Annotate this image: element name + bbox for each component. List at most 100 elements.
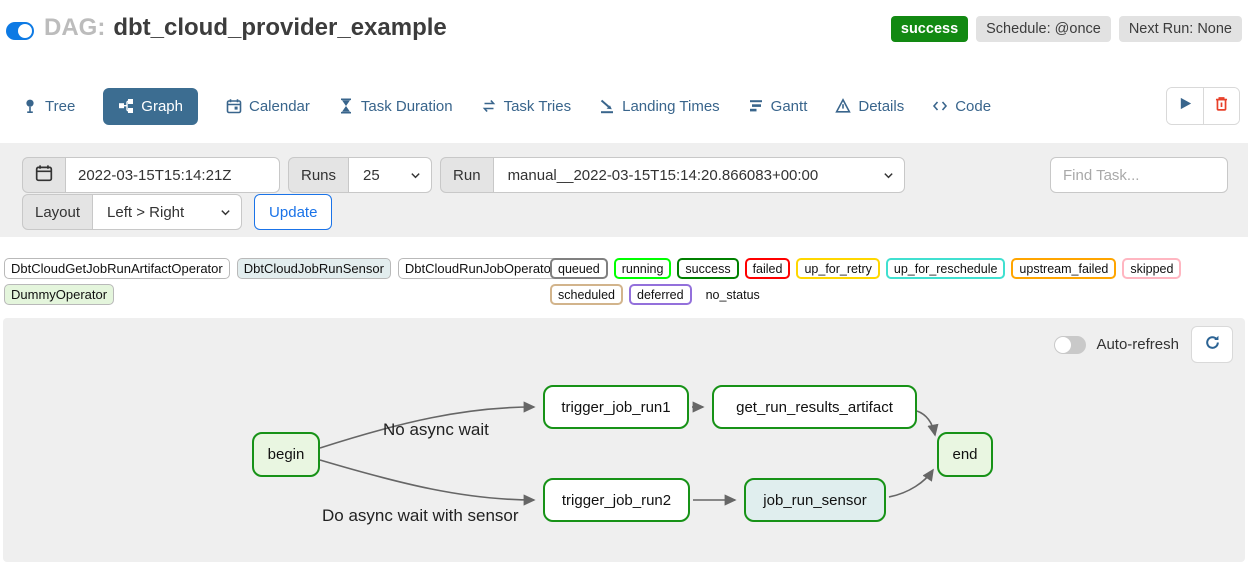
tab-code[interactable]: Code xyxy=(932,98,991,115)
auto-refresh-controls: Auto-refresh xyxy=(1054,326,1233,363)
layout-value: Left > Right xyxy=(107,203,185,221)
status-legend-item[interactable]: skipped xyxy=(1122,258,1182,279)
tab-label: Details xyxy=(858,97,905,115)
tab-calendar[interactable]: Calendar xyxy=(226,98,310,115)
dag-pause-toggle[interactable] xyxy=(6,22,34,40)
status-badge: success xyxy=(890,16,969,42)
tab-task-duration[interactable]: Task Duration xyxy=(338,98,453,115)
tab-label: Task Duration xyxy=(360,97,453,115)
details-icon xyxy=(835,98,852,114)
task-node-end[interactable]: end xyxy=(937,432,993,477)
tab-task-tries[interactable]: Task Tries xyxy=(481,97,572,115)
dag-graph-panel: Auto-refresh begin trigger_job_run1 get_… xyxy=(3,318,1245,562)
runs-group: Runs 25 xyxy=(288,157,433,193)
base-date-group xyxy=(22,157,280,193)
task-node-get-run-results-artifact[interactable]: get_run_results_artifact xyxy=(712,385,917,429)
tab-details[interactable]: Details xyxy=(835,98,904,115)
graph-icon xyxy=(118,98,134,114)
edge-label-no-async-wait: No async wait xyxy=(383,420,489,439)
status-legend: queued running success failed up_for_ret… xyxy=(550,258,1248,305)
layout-label: Layout xyxy=(22,194,94,230)
filter-panel: Runs 25 Run manual__2022-03-15T15:14:20.… xyxy=(0,143,1248,237)
runs-value: 25 xyxy=(363,166,380,184)
run-select[interactable]: manual__2022-03-15T15:14:20.866083+00:00 xyxy=(492,157,905,193)
edge-begin-trigger1 xyxy=(319,401,536,449)
code-icon xyxy=(932,98,948,114)
repeat-icon xyxy=(481,98,497,114)
trigger-dag-button[interactable] xyxy=(1167,88,1203,124)
operator-legend: DbtCloudGetJobRunArtifactOperator DbtClo… xyxy=(4,258,564,305)
tab-gantt[interactable]: Gantt xyxy=(748,97,808,115)
trash-icon xyxy=(1213,95,1230,117)
update-button[interactable]: Update xyxy=(254,194,333,230)
status-legend-item[interactable]: up_for_retry xyxy=(796,258,880,279)
status-legend-item[interactable]: queued xyxy=(550,258,608,279)
tab-label: Gantt xyxy=(770,97,808,115)
dag-prefix-label: DAG: xyxy=(44,14,106,41)
play-icon xyxy=(1178,96,1193,116)
status-legend-item[interactable]: upstream_failed xyxy=(1011,258,1117,279)
status-legend-item[interactable]: scheduled xyxy=(550,284,623,305)
chevron-down-icon xyxy=(220,207,231,218)
operator-badge: DbtCloudGetJobRunArtifactOperator xyxy=(4,258,230,279)
calendar-icon xyxy=(226,98,242,114)
edge-sensor-end xyxy=(888,468,934,498)
run-label: Run xyxy=(440,157,494,193)
legend-row: DbtCloudGetJobRunArtifactOperator DbtClo… xyxy=(0,256,1248,312)
run-group: Run manual__2022-03-15T15:14:20.866083+0… xyxy=(440,157,905,193)
operator-badge: DbtCloudJobRunSensor xyxy=(236,258,391,279)
tab-graph[interactable]: Graph xyxy=(103,87,198,125)
task-node-trigger-job-run2[interactable]: trigger_job_run2 xyxy=(543,478,690,522)
hourglass-icon xyxy=(338,98,354,114)
delete-dag-button[interactable] xyxy=(1203,88,1239,124)
edge-label-do-async-wait: Do async wait with sensor xyxy=(322,506,519,525)
tab-label: Tree xyxy=(45,97,76,115)
task-node-begin[interactable]: begin xyxy=(252,432,320,477)
next-run-badge: Next Run: None xyxy=(1118,16,1242,42)
dag-header: DAG: dbt_cloud_provider_example success S… xyxy=(6,14,1242,54)
page-title: DAG: dbt_cloud_provider_example xyxy=(44,14,447,42)
calendar-icon xyxy=(35,164,53,186)
tab-tree[interactable]: Tree xyxy=(22,98,75,115)
auto-refresh-toggle[interactable] xyxy=(1054,335,1087,354)
operator-badge: DummyOperator xyxy=(4,284,115,305)
tab-label: Graph xyxy=(141,97,183,115)
layout-group: Layout Left > Right xyxy=(22,194,243,230)
task-node-trigger-job-run1[interactable]: trigger_job_run1 xyxy=(543,385,689,429)
edge-artifact-end xyxy=(916,410,939,437)
run-value: manual__2022-03-15T15:14:20.866083+00:00 xyxy=(507,166,819,184)
chevron-down-icon xyxy=(410,170,421,181)
operator-badge: DbtCloudRunJobOperator xyxy=(397,258,563,279)
plane-landing-icon xyxy=(599,98,615,114)
refresh-button[interactable] xyxy=(1191,326,1233,363)
schedule-badge[interactable]: Schedule: @once xyxy=(976,16,1111,42)
runs-label: Runs xyxy=(288,157,350,193)
status-legend-item: no_status xyxy=(705,287,760,302)
tab-landing-times[interactable]: Landing Times xyxy=(599,98,720,115)
find-task-input[interactable] xyxy=(1050,157,1228,193)
task-node-job-run-sensor[interactable]: job_run_sensor xyxy=(744,478,886,522)
tab-label: Task Tries xyxy=(503,97,572,115)
base-date-input[interactable] xyxy=(65,157,280,193)
runs-select[interactable]: 25 xyxy=(348,157,433,193)
tab-label: Landing Times xyxy=(622,97,720,115)
refresh-icon xyxy=(1204,334,1221,356)
status-legend-item[interactable]: deferred xyxy=(629,284,692,305)
chevron-down-icon xyxy=(883,170,894,181)
edge-begin-trigger2 xyxy=(319,459,536,506)
status-legend-item[interactable]: running xyxy=(613,258,672,279)
tab-label: Code xyxy=(955,97,992,115)
dag-edges xyxy=(319,401,939,506)
tab-label: Calendar xyxy=(249,97,310,115)
dag-name: dbt_cloud_provider_example xyxy=(113,14,447,41)
status-legend-item[interactable]: up_for_reschedule xyxy=(885,258,1006,279)
base-date-calendar-button[interactable] xyxy=(22,157,66,193)
dag-action-buttons xyxy=(1166,87,1240,125)
status-legend-item[interactable]: success xyxy=(677,258,739,279)
view-tabbar: Tree Graph Calendar Task Duration Task T… xyxy=(0,85,1248,127)
layout-select[interactable]: Left > Right xyxy=(92,194,243,230)
auto-refresh-label: Auto-refresh xyxy=(1096,336,1179,353)
status-legend-item[interactable]: failed xyxy=(744,258,791,279)
tree-icon xyxy=(22,98,38,114)
gantt-icon xyxy=(748,98,764,114)
